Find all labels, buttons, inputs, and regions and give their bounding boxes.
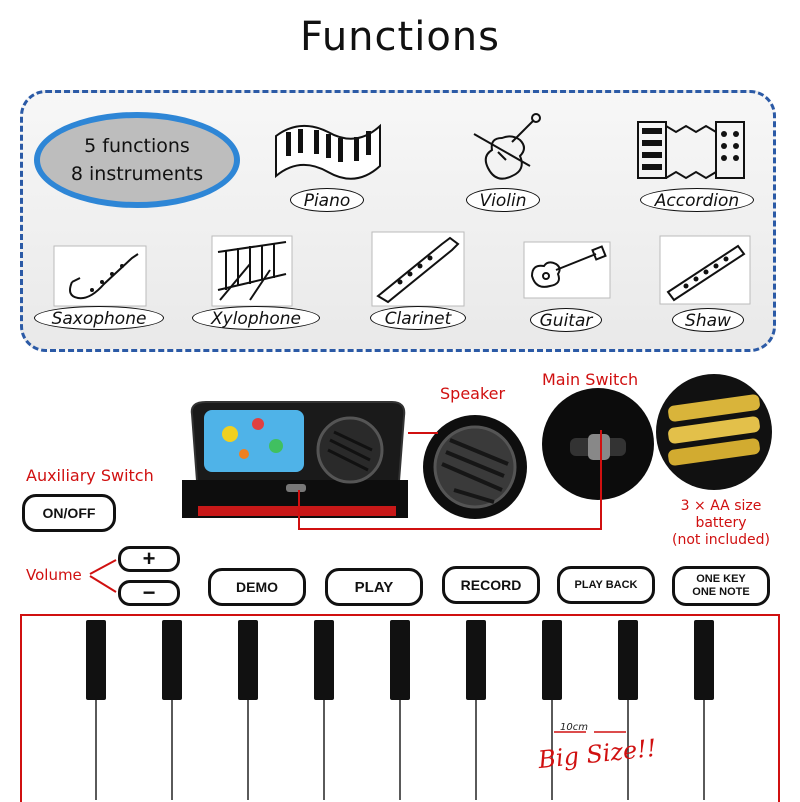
page-title: Functions (300, 14, 500, 60)
main-switch-leader-line (298, 528, 602, 530)
measure-label: 10cm (560, 722, 588, 733)
instrument-label: Clarinet (370, 306, 466, 330)
play-button[interactable]: PLAY (325, 568, 423, 606)
record-button[interactable]: RECORD (442, 566, 540, 604)
speaker-label: Speaker (440, 384, 506, 403)
play-back-button[interactable]: PLAY BACK (557, 566, 655, 604)
piano-icon (275, 123, 381, 180)
piano-keys (86, 620, 714, 800)
main-switch-leader-line (298, 490, 300, 530)
instrument-label: Xylophone (192, 306, 320, 330)
instrument-label: Saxophone (34, 306, 164, 330)
demo-button[interactable]: DEMO (208, 568, 306, 606)
battery-label: 3 × AA size battery (not included) (666, 498, 776, 549)
saxophone-icon (53, 245, 147, 307)
badge-instruments-text: 8 instruments (70, 163, 204, 185)
clarinet-icon (371, 231, 465, 307)
instrument-label: Piano (290, 188, 364, 212)
on-off-button[interactable]: ON/OFF (22, 494, 116, 532)
volume-down-button[interactable]: − (118, 580, 180, 606)
violin-icon (473, 113, 541, 180)
accordion-icon (637, 121, 745, 180)
main-switch-label: Main Switch (542, 370, 639, 389)
volume-label: Volume (26, 566, 82, 584)
button-text: ONE KEY (696, 573, 746, 585)
speaker-icon (423, 415, 527, 519)
instrument-label: Violin (466, 188, 540, 212)
button-text: ONE NOTE (692, 586, 750, 598)
main-switch-icon (542, 388, 654, 500)
instrument-label: Accordion (640, 188, 754, 212)
device-panel-image (182, 401, 408, 518)
functions-badge: 5 functions 8 instruments (34, 112, 240, 208)
instrument-label: Shaw (672, 308, 744, 332)
badge-functions-text: 5 functions (84, 135, 190, 157)
instrument-label: Guitar (530, 308, 602, 332)
battery-text: 3 × AA size (680, 498, 762, 514)
battery-icon (656, 374, 772, 490)
battery-text: (not included) (672, 532, 770, 548)
speaker-leader-line (408, 432, 438, 434)
guitar-icon (523, 241, 611, 299)
xylophone-icon (211, 235, 293, 307)
volume-bracket-lines (89, 559, 117, 593)
main-switch-leader-line (600, 430, 602, 530)
battery-text: battery (695, 515, 747, 531)
auxiliary-switch-label: Auxiliary Switch (26, 466, 154, 485)
volume-up-button[interactable]: + (118, 546, 180, 572)
one-key-one-note-button[interactable]: ONE KEY ONE NOTE (672, 566, 770, 606)
shaw-icon (659, 235, 751, 305)
